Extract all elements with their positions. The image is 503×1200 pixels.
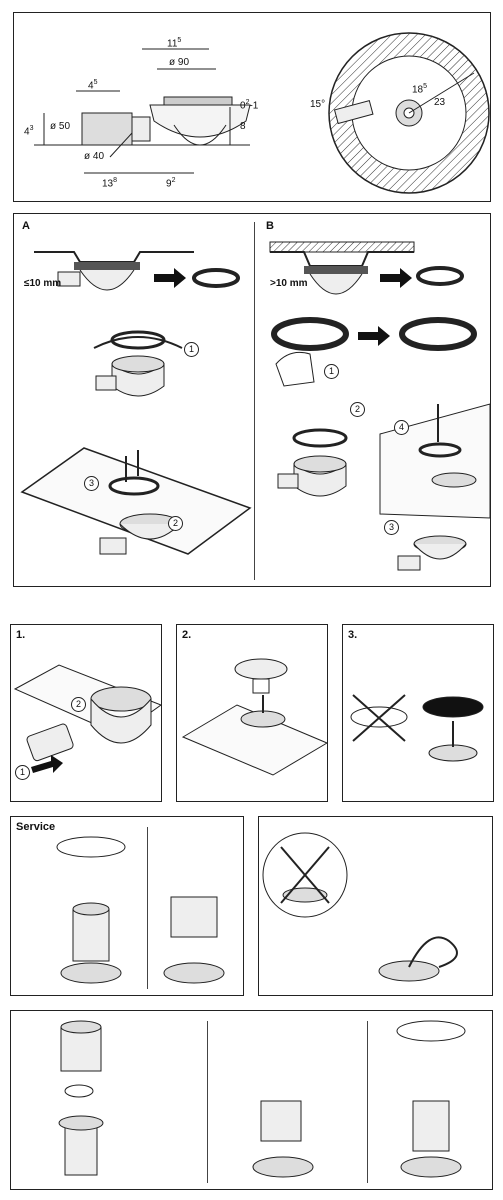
dim-13-8: 138 [102, 177, 117, 189]
dim-11-5: 115 [167, 37, 181, 49]
step-3-drawing [350, 694, 484, 762]
dim-15: 15° [310, 99, 326, 110]
step-1-panel: 1. 2 1 [10, 624, 163, 802]
marker-step1-2: 2 [71, 697, 86, 712]
step-1-label: 1. [16, 629, 26, 641]
height-a: ≤10 mm [24, 278, 62, 289]
marker-a-2: 2 [168, 516, 183, 531]
dim-4-3: 43 [24, 125, 33, 137]
dim-value: 18 [412, 84, 424, 96]
label-a: A [22, 220, 30, 232]
dim-sup: 5 [177, 37, 182, 44]
service-title: Service [16, 821, 56, 833]
ab-divider [254, 222, 255, 580]
reassembly-panel [10, 1010, 493, 1190]
dim-sup: 5 [423, 83, 428, 90]
dim-sup: 8 [113, 177, 118, 184]
dim-8: 8 [240, 121, 246, 132]
dim-sup: 2 [245, 99, 250, 106]
dim-4-5: 45 [88, 79, 97, 91]
label-b: B [266, 220, 274, 232]
dim-40: ø 40 [84, 151, 105, 162]
dim-23: 23 [434, 97, 446, 108]
reassembly-divider-2 [367, 1021, 368, 1183]
step-3-panel: 3. [342, 624, 494, 802]
step-3-label: 3. [348, 629, 358, 641]
service-panel: Service [10, 816, 244, 996]
cleaning-panel [258, 816, 493, 996]
marker-b-2: 2 [350, 402, 365, 417]
dim-value: 13 [102, 178, 114, 190]
reassembly-divider-1 [207, 1021, 208, 1183]
marker-step1-1: 1 [15, 765, 30, 780]
service-drawing [56, 836, 225, 984]
dim-value: 9 [166, 178, 172, 190]
step-2-drawing [181, 658, 329, 776]
dim-value: 0 [240, 100, 246, 112]
dim-sup: 3 [29, 125, 34, 132]
dim-0-2: 02-1 [240, 99, 258, 111]
step-2-panel: 2. [176, 624, 329, 802]
dim-value: 4 [88, 80, 94, 92]
height-b: >10 mm [270, 278, 308, 289]
installation-panel: A B ≤10 mm >10 mm 1 3 2 1 2 4 3 [13, 213, 491, 587]
service-divider [147, 827, 148, 989]
dim-50: ø 50 [50, 121, 71, 132]
step-2-label: 2. [182, 629, 192, 641]
step-1-drawing [13, 664, 163, 773]
reassembly-drawing [58, 1020, 466, 1178]
dim-sup: 2 [171, 177, 176, 184]
marker-a-3: 3 [84, 476, 99, 491]
marker-b-1: 1 [324, 364, 339, 379]
dim-18-5: 185 [412, 83, 427, 95]
marker-a-1: 1 [184, 342, 199, 357]
cleaning-drawing [262, 832, 458, 982]
marker-b-3: 3 [384, 520, 399, 535]
dim-value: 11 [167, 38, 178, 50]
dimension-drawing [34, 32, 490, 194]
dim-90: ø 90 [169, 57, 190, 68]
dimension-panel: 115 ø 90 45 02-1 ø 50 43 8 ø 40 138 92 1… [13, 12, 491, 202]
marker-b-4: 4 [394, 420, 409, 435]
dim-sup: 5 [93, 79, 98, 86]
dim-value: 4 [24, 126, 30, 138]
dim-tail: -1 [249, 100, 259, 112]
dim-9-2: 92 [166, 177, 175, 189]
installation-drawing [20, 241, 491, 571]
